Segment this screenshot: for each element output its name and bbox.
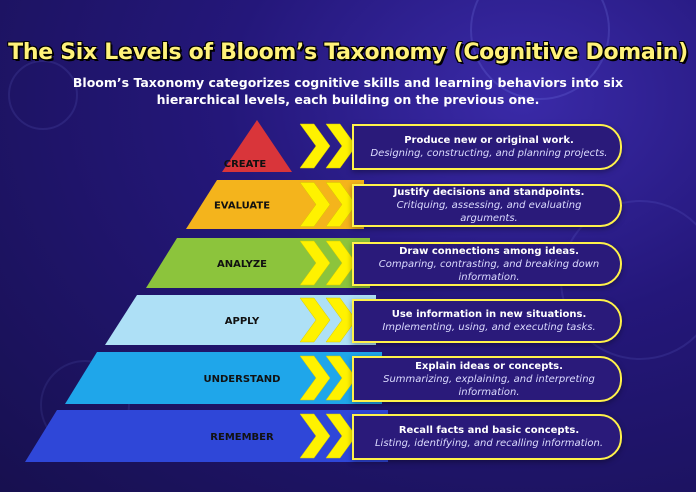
level-description: Critiquing, assessing, and evaluating ar… <box>396 200 582 224</box>
level-heading: Justify decisions and standpoints. <box>393 187 585 198</box>
chevron-arrow-icon <box>299 123 331 169</box>
level-description: Listing, identifying, and recalling info… <box>374 438 604 449</box>
chevron-arrow-icon <box>325 355 357 401</box>
chevron-arrow-icon <box>325 240 357 286</box>
chevron-arrow-icon <box>325 123 357 169</box>
chevron-arrow-icon <box>299 355 331 401</box>
level-label: EVALUATE <box>214 201 270 212</box>
level-description-box: Explain ideas or concepts.Summarizing, e… <box>352 356 622 402</box>
chevron-arrow-icon <box>325 182 357 227</box>
pyramid-tier-analyze <box>146 238 300 288</box>
page-subtitle: Bloom’s Taxonomy categorizes cognitive s… <box>72 75 624 107</box>
level-label: UNDERSTAND <box>204 374 281 385</box>
level-description-box: Draw connections among ideas.Comparing, … <box>352 242 622 286</box>
level-heading: Recall facts and basic concepts. <box>398 425 580 436</box>
level-label: ANALYZE <box>217 259 267 270</box>
level-description-box: Use information in new situations. Implem… <box>352 299 622 343</box>
level-description: Summarizing, explaining, and interpretin… <box>383 373 595 398</box>
level-heading: Explain ideas or concepts. <box>415 360 563 372</box>
level-description: Implementing, using, and executing tasks… <box>382 322 596 333</box>
level-description-box: Justify decisions and standpoints. Critiq… <box>352 184 622 227</box>
level-heading: Use information in new situations. <box>391 309 587 320</box>
pyramid-tier-evaluate <box>186 180 300 229</box>
background-circle <box>8 60 78 130</box>
pyramid-tier-understand <box>65 352 300 404</box>
level-description: Comparing, contrasting, and breaking dow… <box>378 258 600 283</box>
page-title: The Six Levels of Bloom’s Taxonomy (Cogn… <box>8 40 688 65</box>
chevron-arrow-icon <box>299 240 331 286</box>
chevron-arrow-icon <box>299 297 331 343</box>
level-heading: Draw connections among ideas. <box>399 245 579 257</box>
level-label: REMEMBER <box>210 432 274 443</box>
pyramid-tier-create <box>222 120 292 172</box>
level-label: CREATE <box>224 159 267 170</box>
chevron-arrow-icon <box>325 297 357 343</box>
level-description: Designing, constructing, and planning pr… <box>370 148 608 159</box>
chevron-arrow-icon <box>299 182 331 227</box>
chevron-arrow-icon <box>325 413 357 459</box>
chevron-arrow-icon <box>299 413 331 459</box>
level-description-box: Recall facts and basic concepts. Listing,… <box>352 414 622 460</box>
pyramid-tier-remember <box>25 410 300 462</box>
level-description-box: Produce new or original work. Designing, … <box>352 124 622 170</box>
pyramid-tier-apply <box>105 295 300 345</box>
level-label: APPLY <box>225 316 260 327</box>
level-heading: Produce new or original work. <box>404 135 574 146</box>
